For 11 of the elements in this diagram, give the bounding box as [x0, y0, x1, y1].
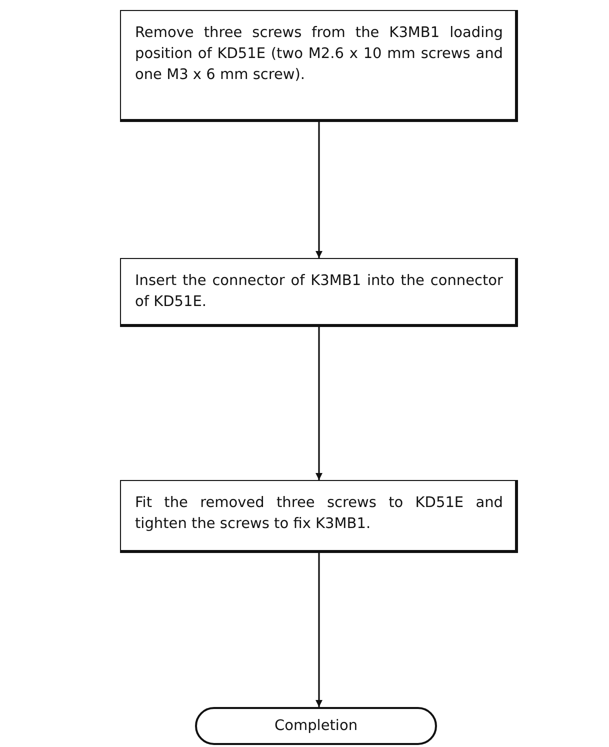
terminator-shape	[195, 707, 437, 745]
step-text: Remove three screws from the K3MB1 loading position of KD51E (two M2.6 x 10 mm screws and one M3 x 6 mm screw).	[134, 24, 504, 85]
process-box	[120, 10, 518, 122]
arrow	[316, 327, 322, 480]
process-box	[120, 258, 518, 327]
step-text: Completion	[274, 716, 358, 736]
arrow	[316, 122, 322, 258]
step-text: Fit the removed three screws to KD51E and tighten the screws to fix K3MB1.	[134, 494, 504, 534]
arrow	[316, 553, 322, 707]
step-text: Insert the connector of K3MB1 into the connector of KD51E.	[134, 272, 504, 312]
process-box	[120, 480, 518, 553]
